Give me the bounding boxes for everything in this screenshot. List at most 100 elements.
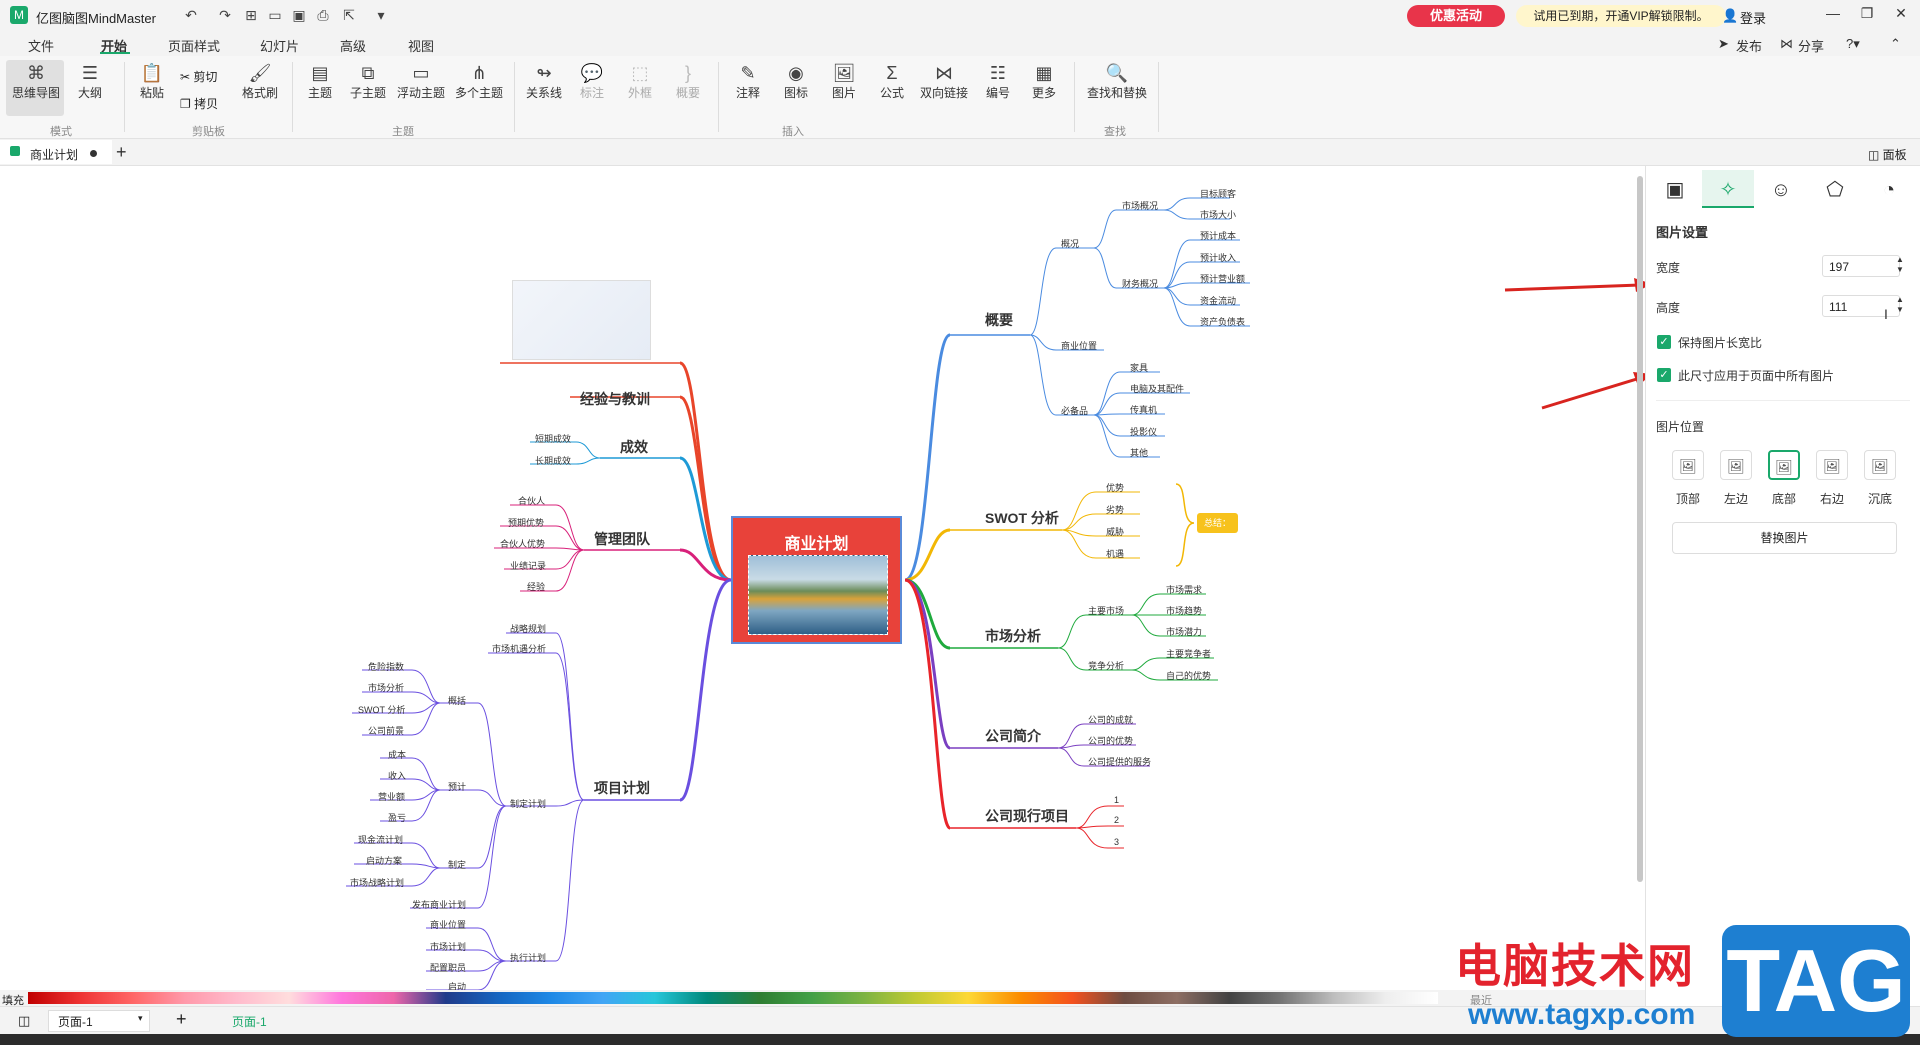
leaf-item[interactable]: 市场大小 bbox=[1200, 210, 1237, 220]
topic-company[interactable]: 公司简介 bbox=[985, 728, 1041, 744]
numbering-button[interactable]: ☷编号 bbox=[978, 62, 1018, 101]
subtopic-essentials[interactable]: 必备品 bbox=[1061, 406, 1089, 416]
subtopic-budget[interactable]: 预计 bbox=[448, 782, 467, 792]
central-topic-image[interactable] bbox=[748, 555, 888, 635]
panel-toggle-button[interactable]: ◫ 面板 bbox=[1868, 148, 1907, 162]
leaf-item[interactable]: 主要竞争者 bbox=[1166, 649, 1212, 659]
leaf-item[interactable]: 现金流计划 bbox=[358, 835, 404, 845]
subtopic-formulate[interactable]: 制定 bbox=[448, 860, 467, 870]
minimize-icon[interactable]: — bbox=[1826, 5, 1840, 21]
leaf-item[interactable]: 预计成本 bbox=[1200, 231, 1237, 241]
menu-file[interactable]: 文件 bbox=[28, 39, 55, 54]
topic-overview[interactable]: 概要 bbox=[985, 312, 1013, 328]
leaf-item[interactable]: 市场趋势 bbox=[1166, 606, 1203, 616]
subtopic-summary[interactable]: 概括 bbox=[448, 696, 467, 706]
redo-icon[interactable]: ↷ bbox=[219, 7, 231, 23]
color-swatches[interactable] bbox=[28, 992, 1438, 1004]
leaf-item[interactable]: 合伙人优势 bbox=[500, 539, 546, 549]
width-stepper-icon[interactable]: ▲▼ bbox=[1896, 255, 1904, 274]
leaf-item[interactable]: 公司前景 bbox=[368, 726, 405, 736]
page-select[interactable] bbox=[48, 1010, 150, 1032]
open-folder-icon[interactable]: ▭ bbox=[268, 7, 282, 23]
trial-notice-button[interactable]: 试用已到期，开通VIP解锁限制。 bbox=[1516, 5, 1726, 27]
height-stepper-icon[interactable]: ▲▼ bbox=[1896, 295, 1904, 314]
subtopic-general[interactable]: 概况 bbox=[1061, 239, 1080, 249]
close-icon[interactable]: ✕ bbox=[1895, 5, 1907, 21]
cut-button[interactable]: ✂ 剪切 bbox=[180, 70, 218, 84]
floating-topic-button[interactable]: ▭浮动主题 bbox=[394, 62, 448, 101]
leaf-item[interactable]: 2 bbox=[1114, 815, 1120, 825]
subtopic-location[interactable]: 商业位置 bbox=[1061, 341, 1098, 351]
leaf-item[interactable]: 目标顾客 bbox=[1200, 189, 1237, 199]
more-button[interactable]: ▦更多 bbox=[1024, 62, 1064, 101]
leaf-item[interactable]: 公司的优势 bbox=[1088, 736, 1134, 746]
callout-button[interactable]: 💬标注 bbox=[572, 62, 612, 101]
topic-project-plan[interactable]: 项目计划 bbox=[594, 780, 650, 796]
position-top-button[interactable]: 🖼 bbox=[1672, 450, 1704, 480]
leaf-item[interactable]: 配置职员 bbox=[430, 963, 467, 973]
canvas-vertical-scrollbar[interactable] bbox=[1637, 176, 1643, 882]
leaf-item[interactable]: 市场机遇分析 bbox=[492, 644, 547, 654]
multiple-topics-button[interactable]: ⋔多个主题 bbox=[452, 62, 506, 101]
page-tab-active[interactable]: 页面-1 bbox=[232, 1015, 267, 1029]
promo-button[interactable]: 优惠活动 bbox=[1407, 5, 1505, 27]
page-view-icon[interactable]: ◫ bbox=[18, 1013, 31, 1028]
subtopic-main-market[interactable]: 主要市场 bbox=[1088, 606, 1125, 616]
position-right-button[interactable]: 🖼 bbox=[1816, 450, 1848, 480]
export-icon[interactable]: ⇱ bbox=[343, 7, 355, 23]
leaf-item[interactable]: 投影仪 bbox=[1130, 427, 1158, 437]
share-button[interactable]: 分享 bbox=[1798, 39, 1825, 54]
leaf-item[interactable]: 自己的优势 bbox=[1166, 671, 1212, 681]
leaf-item[interactable]: 启动方案 bbox=[366, 856, 403, 866]
replace-picture-button[interactable]: 替换图片 bbox=[1672, 522, 1897, 554]
subtopic-market[interactable]: 市场概况 bbox=[1122, 201, 1159, 211]
add-page-icon[interactable]: + bbox=[176, 1009, 187, 1029]
print-icon[interactable]: ⎙ bbox=[317, 7, 329, 23]
apply-all-checkbox[interactable]: ✓ bbox=[1657, 368, 1671, 382]
menu-start[interactable]: 开始 bbox=[101, 39, 128, 54]
menu-page-style[interactable]: 页面样式 bbox=[168, 39, 221, 54]
leaf-item[interactable]: 资金流动 bbox=[1200, 296, 1237, 306]
paste-button[interactable]: 📋粘贴 bbox=[134, 62, 170, 101]
canvas-thumbnail-image[interactable] bbox=[512, 280, 651, 360]
leaf-item[interactable]: 3 bbox=[1114, 837, 1120, 847]
undo-icon[interactable]: ↶ bbox=[185, 7, 197, 23]
leaf-item[interactable]: 其他 bbox=[1130, 448, 1149, 458]
leaf-item[interactable]: 启动 bbox=[448, 982, 467, 992]
mindmap-mode-button[interactable]: ⌘思维导图 bbox=[8, 62, 64, 101]
topic-market-analysis[interactable]: 市场分析 bbox=[985, 628, 1041, 644]
panel-tab-style-icon[interactable]: ▣ bbox=[1665, 179, 1685, 201]
leaf-item[interactable]: 短期成效 bbox=[535, 434, 572, 444]
leaf-item[interactable]: 战略规划 bbox=[510, 624, 547, 634]
leaf-item[interactable]: 市场计划 bbox=[430, 942, 467, 952]
collapse-ribbon-icon[interactable]: ⌃ bbox=[1890, 36, 1901, 51]
leaf-item[interactable]: 市场分析 bbox=[368, 683, 405, 693]
leaf-item[interactable]: 1 bbox=[1114, 795, 1120, 805]
leaf-item[interactable]: 威胁 bbox=[1106, 527, 1125, 537]
position-bottom-button[interactable]: 🖼 bbox=[1768, 450, 1800, 480]
panel-tab-icon-library-icon[interactable]: ☺ bbox=[1770, 179, 1792, 201]
help-icon[interactable]: ?▾ bbox=[1846, 36, 1860, 51]
leaf-item[interactable]: 优势 bbox=[1106, 483, 1125, 493]
publish-button[interactable]: 发布 bbox=[1736, 39, 1763, 54]
leaf-item[interactable]: 电脑及其配件 bbox=[1130, 384, 1185, 394]
subtopic-competition[interactable]: 竞争分析 bbox=[1088, 661, 1125, 671]
leaf-item[interactable]: 市场潜力 bbox=[1166, 627, 1203, 637]
position-left-button[interactable]: 🖼 bbox=[1720, 450, 1752, 480]
customize-chevron-icon[interactable]: ▾ bbox=[377, 7, 385, 23]
login-button[interactable]: 登录 bbox=[1740, 11, 1767, 26]
leaf-item[interactable]: 预计营业额 bbox=[1200, 274, 1246, 284]
subtopic-button[interactable]: ⧉子主题 bbox=[346, 62, 390, 101]
panel-tab-history-icon[interactable]: ◔ bbox=[1882, 179, 1896, 201]
leaf-item[interactable]: 家具 bbox=[1130, 363, 1149, 373]
add-tab-icon[interactable]: + bbox=[116, 142, 127, 162]
panel-tab-theme-icon[interactable]: ⬠ bbox=[1826, 179, 1844, 201]
menu-slides[interactable]: 幻灯片 bbox=[260, 39, 300, 54]
leaf-item[interactable]: 市场战略计划 bbox=[350, 878, 405, 888]
leaf-item[interactable]: 公司提供的服务 bbox=[1088, 757, 1152, 767]
panel-tab-ai-sparkle-icon[interactable]: ✧ bbox=[1719, 179, 1737, 201]
leaf-item[interactable]: 营业额 bbox=[378, 792, 406, 802]
summary-button[interactable]: }概要 bbox=[668, 62, 708, 101]
format-painter-button[interactable]: 🖌格式刷 bbox=[241, 63, 278, 100]
